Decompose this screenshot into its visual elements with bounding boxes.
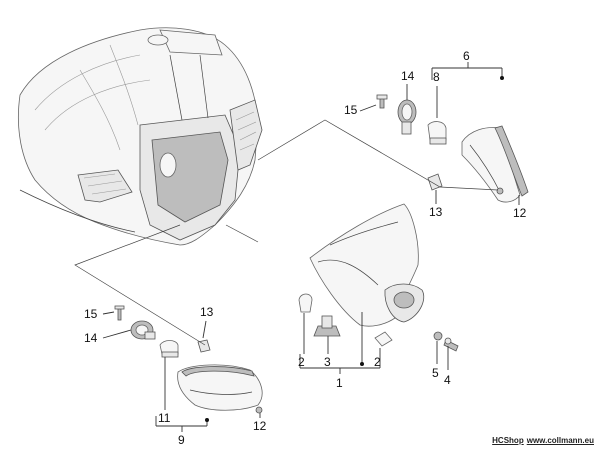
callout-label: 2 — [298, 355, 305, 369]
shop-name: HCShop — [492, 436, 524, 445]
callout-label: 13 — [429, 205, 443, 219]
callout-label: 14 — [84, 331, 98, 345]
callout-label: 5 — [432, 366, 439, 380]
callout-label: 12 — [253, 419, 267, 433]
callout-label: 1 — [336, 376, 343, 390]
callout-leaders — [102, 62, 520, 432]
callout-label: 12 — [513, 206, 527, 220]
callout-label: 11 — [158, 411, 171, 425]
callout-label: 15 — [344, 103, 358, 117]
reference-lines — [74, 119, 499, 346]
callout-label: 9 — [178, 433, 185, 447]
callout-label: 2 — [374, 355, 381, 369]
scooter-front-body — [17, 27, 263, 246]
callout-label: 14 — [401, 69, 415, 83]
right-indicator-assembly — [376, 94, 529, 203]
front-cover-assembly — [298, 203, 459, 352]
callout-label: 15 — [84, 307, 98, 321]
callout-label: 8 — [433, 70, 440, 84]
callout-label: 4 — [444, 373, 451, 387]
callout-label: 13 — [200, 305, 214, 319]
left-indicator-assembly — [114, 305, 263, 414]
callout-label: 3 — [324, 355, 331, 369]
shop-website-link[interactable]: www.collmann.eu — [526, 436, 594, 445]
callout-label: 6 — [463, 49, 470, 63]
